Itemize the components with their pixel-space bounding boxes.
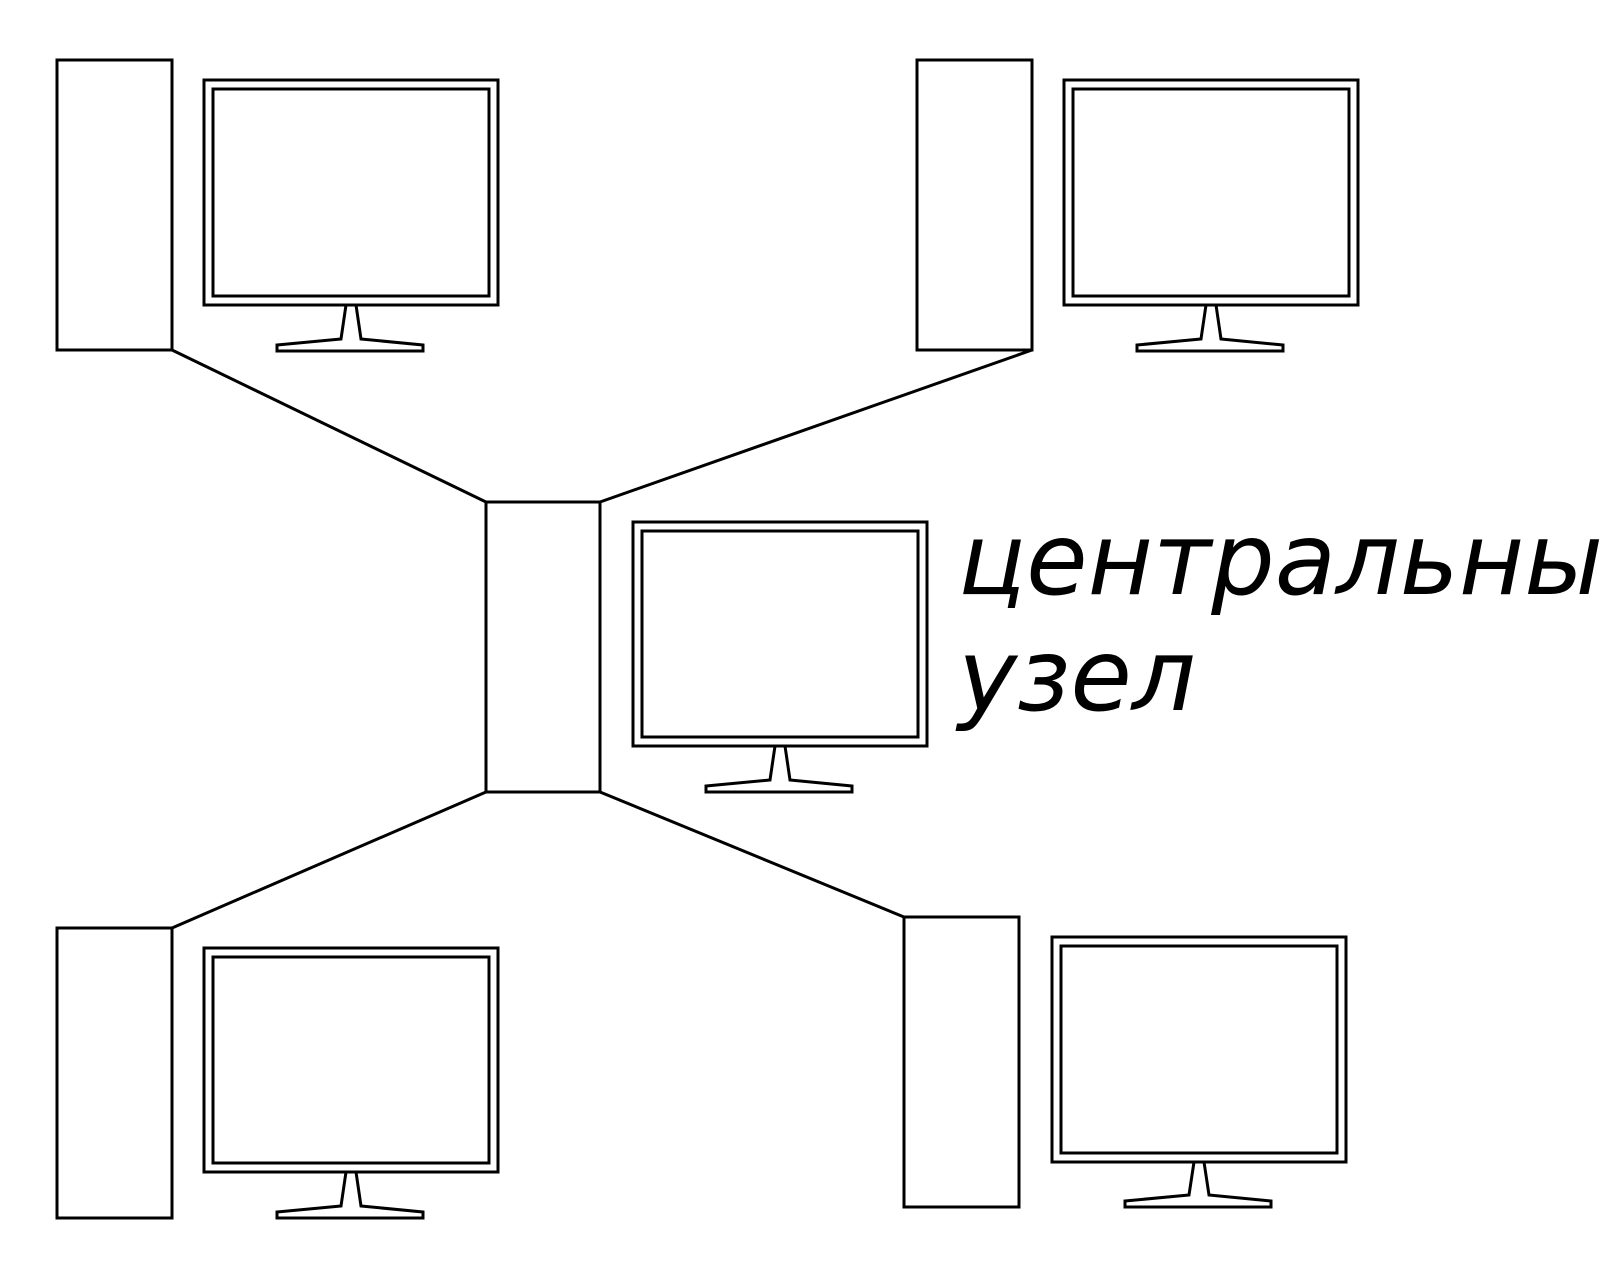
monitor-icon — [202, 946, 500, 1220]
system-unit — [484, 500, 602, 794]
monitor-icon — [1062, 78, 1360, 353]
system-unit — [55, 58, 174, 352]
workstation-top-left — [55, 58, 500, 353]
central-node-label-line2: узел — [955, 617, 1196, 734]
link-top-left — [171, 348, 487, 504]
workstation-bottom-right — [902, 915, 1348, 1209]
central-node — [484, 500, 929, 794]
system-unit — [915, 58, 1034, 352]
monitor-icon — [1050, 935, 1348, 1209]
monitor-icon — [631, 520, 929, 794]
monitor-icon — [202, 78, 500, 353]
workstation-bottom-left — [55, 926, 500, 1220]
link-bottom-left — [171, 790, 487, 930]
link-bottom-right — [599, 790, 905, 919]
link-top-right — [599, 348, 1033, 504]
central-node-label-line1: центральный — [958, 501, 1600, 618]
system-unit — [55, 926, 174, 1220]
workstation-top-right — [915, 58, 1360, 353]
system-unit — [902, 915, 1021, 1209]
